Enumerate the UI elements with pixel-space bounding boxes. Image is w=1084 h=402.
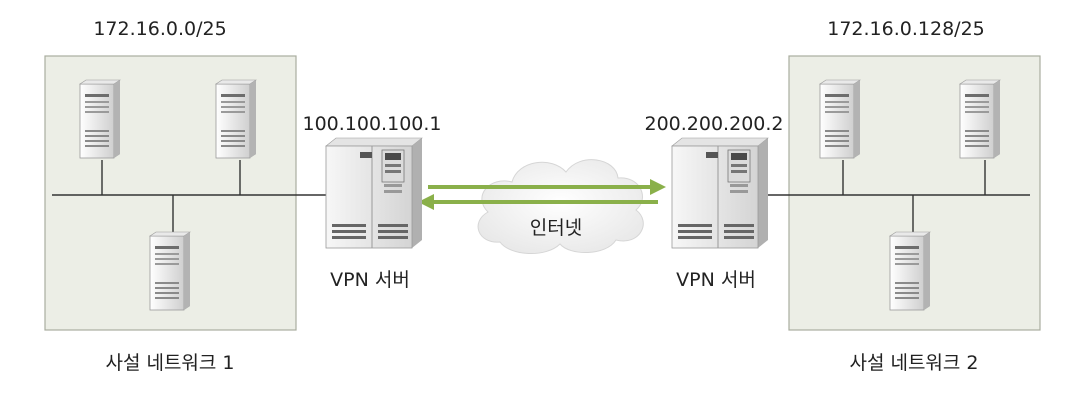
server-icon [215, 79, 257, 159]
internet-label: 인터넷 [529, 217, 583, 239]
internet-cloud-icon [477, 159, 644, 255]
network-2-subnet-label: 172.16.0.128/25 [827, 18, 985, 40]
vpn-server-2-label: VPN 서버 [676, 269, 756, 291]
server-icon [79, 79, 121, 159]
network-1-name-label: 사설 네트워크 1 [105, 352, 235, 374]
vpn-server-1-label: VPN 서버 [330, 269, 410, 291]
vpn-server-2-ip-label: 200.200.200.2 [644, 113, 784, 135]
network-1-subnet-label: 172.16.0.0/25 [93, 18, 227, 40]
server-icon [889, 231, 931, 311]
vpn-server-1-ip-label: 100.100.100.1 [302, 113, 442, 135]
vpn-tunnel-arrows [418, 179, 666, 210]
network-2-name-label: 사설 네트워크 2 [849, 352, 979, 374]
vpn-server-1-icon [325, 137, 423, 249]
server-icon [959, 79, 1001, 159]
vpn-server-2-icon [671, 137, 769, 249]
server-icon [819, 79, 861, 159]
server-icon [149, 231, 191, 311]
